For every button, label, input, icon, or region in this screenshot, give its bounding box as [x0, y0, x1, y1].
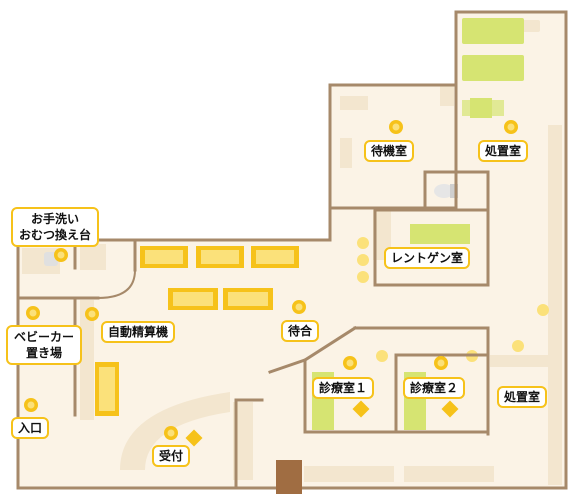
label-waiting-area: 待合: [281, 320, 320, 342]
location-pin-icon: [164, 426, 178, 440]
furniture: [22, 20, 562, 485]
door-swing: [97, 269, 136, 299]
location-pin-icon: [85, 307, 99, 321]
label-payment-machine: 自動精算機: [101, 321, 176, 343]
location-pin-icon: [389, 120, 403, 134]
location-pin-icon: [434, 356, 448, 370]
label-waiting-room: 待機室: [364, 140, 415, 162]
label-treatment-room-right: 処置室: [497, 386, 548, 408]
label-reception: 受付: [152, 445, 191, 467]
label-restroom-line1: お手洗い: [31, 212, 80, 226]
label-stroller-parking: ベビーカー 置き場: [6, 325, 83, 365]
door-icon: [276, 460, 302, 494]
location-pin-icon: [26, 306, 40, 320]
diamond-stools: [185, 400, 459, 447]
label-exam-room-2: 診療室２: [403, 377, 466, 399]
location-pin-icon: [504, 120, 518, 134]
waiting-seats: [95, 246, 299, 416]
location-pins: [24, 120, 518, 440]
label-restroom: お手洗い おむつ換え台: [11, 207, 100, 247]
toilet-icon: [434, 184, 458, 198]
label-stroller-line2: 置き場: [26, 346, 63, 360]
location-pin-icon: [54, 248, 68, 262]
beds: [312, 18, 524, 430]
walls: [16, 10, 568, 490]
label-entrance: 入口: [11, 417, 50, 439]
label-treatment-room-top: 処置室: [478, 140, 529, 162]
location-pin-icon: [343, 356, 357, 370]
label-xray-room: レントゲン室: [384, 247, 471, 269]
label-exam-room-1: 診療室１: [312, 377, 375, 399]
label-restroom-line2: おむつ換え台: [19, 228, 92, 242]
location-pin-icon: [24, 398, 38, 412]
location-pin-icon: [292, 300, 306, 314]
label-stroller-line1: ベビーカー: [14, 330, 75, 344]
